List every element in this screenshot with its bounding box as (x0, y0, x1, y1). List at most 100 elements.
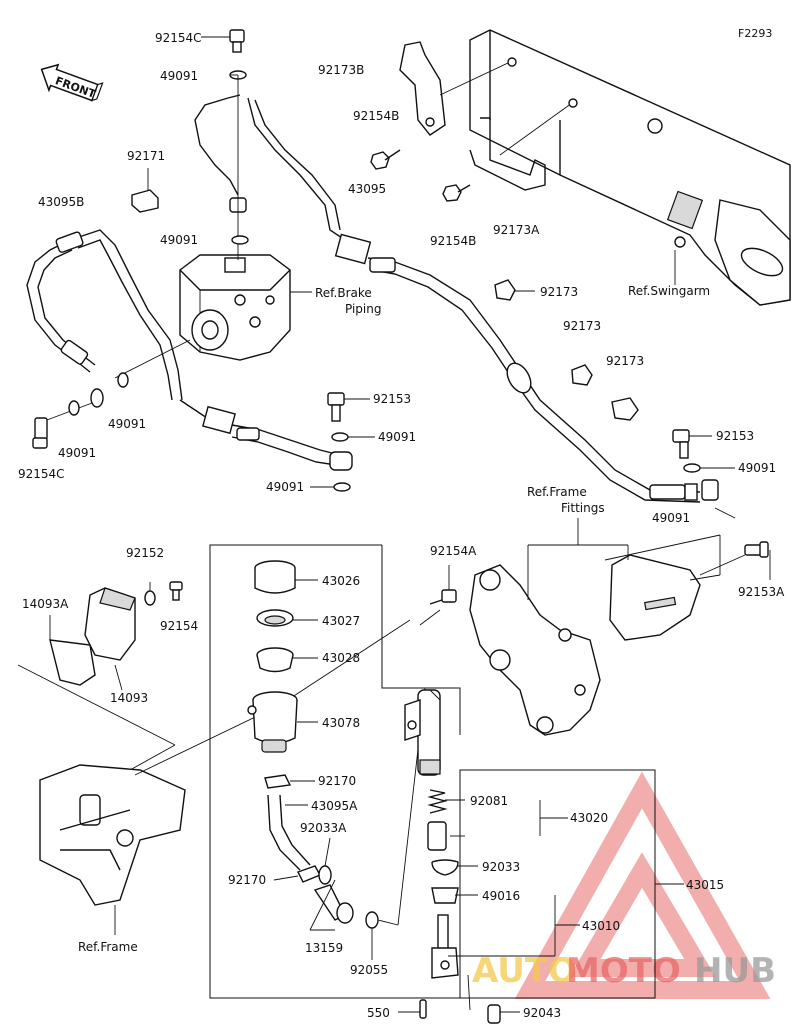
label-43095: 43095 (348, 182, 386, 196)
label-13159: 13159 (305, 941, 343, 955)
label-43028: 43028 (322, 651, 360, 665)
front-arrow-icon: FRONT (40, 63, 104, 102)
push-rod-43010 (431, 914, 555, 979)
label-92033: 92033 (482, 860, 520, 874)
label-43010: 43010 (582, 919, 620, 933)
label-92170-b: 92170 (228, 873, 266, 887)
label-550: 550 (367, 1006, 390, 1020)
ref-frame-fittings-1: Ref.Frame (527, 485, 587, 499)
watermark-auto: AUTO (472, 951, 577, 991)
bolt-92154c-top (201, 29, 245, 53)
figure-code: F2293 (738, 27, 772, 40)
label-49091-e: 49091 (378, 430, 416, 444)
label-92173b: 92173B (318, 63, 364, 77)
hose-43095 (194, 94, 719, 503)
bolt-92154b-a (370, 149, 401, 170)
ref-frame-fittings-2: Fittings (561, 501, 605, 515)
ref-swingarm-label: Ref.Swingarm (628, 284, 710, 298)
label-43095a: 43095A (311, 799, 358, 813)
watermark-moto: MOTO (566, 951, 681, 991)
reservoir-hose-43095a (267, 794, 311, 871)
o-ring-92033a (318, 837, 332, 885)
hose-clamp-92170-b (273, 865, 321, 883)
label-49091-h: 49091 (652, 511, 690, 525)
ref-frame: Ref.Frame (78, 940, 138, 954)
fitting-center (229, 75, 247, 260)
label-92043: 92043 (523, 1006, 561, 1020)
bolt-92154c-left (32, 339, 191, 449)
label-92154: 92154 (160, 619, 198, 633)
abs-unit (179, 254, 312, 361)
label-92154c-left: 92154C (18, 467, 65, 481)
label-92173-c: 92173 (606, 354, 644, 368)
circlip-92033 (431, 859, 478, 876)
swingarm: Ref.Swingarm (469, 29, 791, 306)
label-49016: 49016 (482, 889, 520, 903)
label-92154b-a: 92154B (353, 109, 399, 123)
label-43078: 43078 (322, 716, 360, 730)
bracket-92173a (469, 98, 578, 191)
washer-49091-b (231, 235, 249, 245)
washers-49091-left (68, 372, 129, 416)
label-49091-f: 49091 (266, 480, 304, 494)
master-cylinder-box (381, 545, 461, 735)
hose-clamp-92170-a (264, 774, 315, 789)
washers-49091-mid (310, 432, 375, 492)
bolt-92153-right (672, 429, 736, 519)
label-14093a: 14093A (22, 597, 69, 611)
boot-49016 (431, 887, 580, 956)
ref-brake-piping-1: Ref.Brake (315, 286, 372, 300)
bracket-92173b (399, 41, 517, 136)
label-49091-d: 49091 (58, 446, 96, 460)
label-92154c-top: 92154C (155, 31, 202, 45)
bolt-92043 (467, 974, 520, 1024)
pin-550 (398, 999, 427, 1019)
label-14093: 14093 (110, 691, 148, 705)
clips-92173 (494, 279, 639, 421)
label-49091-g: 49091 (738, 461, 776, 475)
reservoir-plate-43027 (256, 609, 318, 627)
label-92153-b: 92153 (716, 429, 754, 443)
label-49091-a: 49091 (160, 69, 198, 83)
label-92170-a: 92170 (318, 774, 356, 788)
label-92154a: 92154A (430, 544, 477, 558)
spring-92081 (427, 789, 448, 814)
reservoir-cover-14093 (17, 581, 183, 771)
ref-brake-piping-2: Piping (345, 302, 381, 316)
bolt-92153-mid (327, 392, 370, 422)
frame-section (39, 619, 411, 935)
label-92173-a: 92173 (540, 285, 578, 299)
label-49091-c: 49091 (108, 417, 146, 431)
part-labels: 92154C 49091 92173B 92154B 92171 43095B … (18, 31, 785, 1020)
reservoir-box (209, 544, 656, 999)
watermark-triangle-outer (514, 771, 771, 999)
reservoir-cap-43026 (254, 560, 318, 594)
label-92153-a: 92153 (373, 392, 411, 406)
label-49091-b: 49091 (160, 233, 198, 247)
label-92033a: 92033A (300, 821, 347, 835)
label-92154b-b: 92154B (430, 234, 476, 248)
reservoir-tank-43078 (247, 691, 318, 753)
label-92081: 92081 (470, 794, 508, 808)
bolt-92154b-b (442, 184, 471, 202)
watermark-triangle-inner (569, 852, 716, 977)
clip-92171 (131, 168, 159, 213)
master-cylinder-43015 (404, 689, 441, 776)
watermark-hub: HUB (694, 951, 776, 991)
label-92055: 92055 (350, 963, 388, 977)
label-92173a: 92173A (493, 223, 540, 237)
label-92152: 92152 (126, 546, 164, 560)
label-92173-b: 92173 (563, 319, 601, 333)
piston-43020 (427, 799, 568, 851)
label-43095b: 43095B (38, 195, 84, 209)
reservoir-diaphragm-43028 (256, 647, 318, 673)
watermark: AUTO MOTO HUB (472, 771, 776, 999)
label-43026: 43026 (322, 574, 360, 588)
label-43015: 43015 (686, 878, 724, 892)
hose-43095b (26, 229, 353, 471)
label-43027: 43027 (322, 614, 360, 628)
label-92171: 92171 (127, 149, 165, 163)
bolt-92154a (419, 565, 457, 626)
frame-fitting-bracket (469, 518, 769, 736)
